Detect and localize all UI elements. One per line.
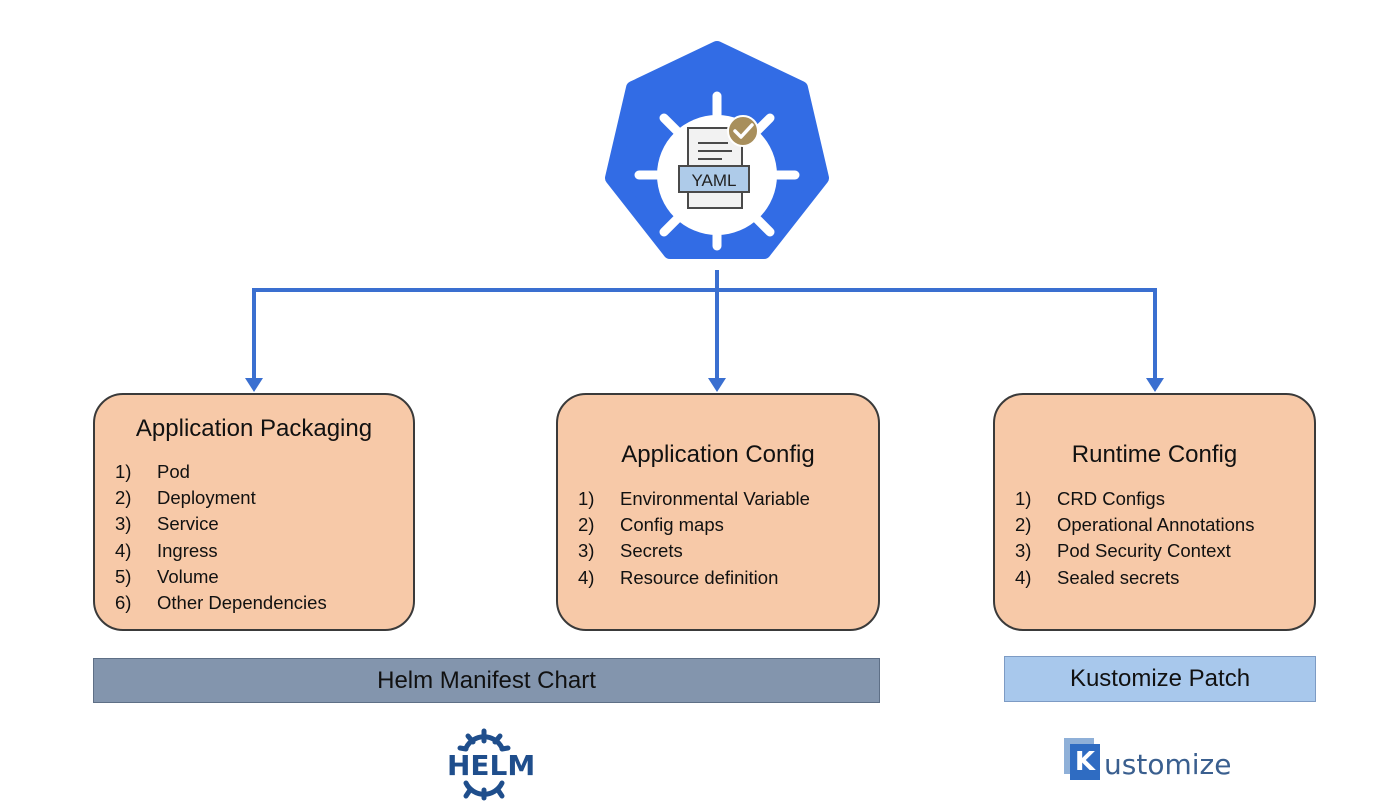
- list-item: 4)Resource definition: [578, 566, 779, 588]
- kustomize-logo-text: ustomize: [1104, 748, 1232, 781]
- list-item: 6)Other Dependencies: [115, 591, 327, 613]
- kustomize-logo-icon: [1064, 738, 1100, 780]
- application-config-title: Application Config: [621, 441, 815, 468]
- list-item: 4)Sealed secrets: [1015, 566, 1180, 588]
- application-packaging-title: Application Packaging: [135, 415, 373, 442]
- list-item: 1)Environmental Variable: [578, 488, 810, 509]
- list-item: 2)Deployment: [115, 487, 256, 509]
- yaml-document-icon: YAML: [678, 115, 759, 209]
- yaml-label: YAML: [691, 171, 736, 190]
- arrowhead-right: [1146, 378, 1164, 392]
- application-config-box: Application Config 1)Environmental Varia…: [556, 393, 880, 631]
- list-item: 2)Operational Annotations: [1015, 514, 1255, 536]
- helm-logo-text: HELM: [447, 749, 536, 782]
- list-item: 3)Secrets: [578, 540, 683, 562]
- runtime-config-box: Runtime Config 1)CRD Configs 2)Operation…: [993, 393, 1316, 631]
- runtime-config-title: Runtime Config: [1071, 441, 1238, 468]
- list-item: 3)Pod Security Context: [1015, 540, 1231, 562]
- list-item: 1)Pod: [115, 461, 190, 482]
- list-item: 4)Ingress: [115, 539, 218, 561]
- check-badge-icon: [727, 115, 759, 147]
- list-item: 2)Config maps: [578, 514, 724, 536]
- list-item: 1)CRD Configs: [1015, 488, 1165, 509]
- connector-lines: [252, 270, 1157, 384]
- list-item: 3)Service: [115, 513, 219, 535]
- runtime-config-list: 1)CRD Configs 2)Operational Annotations …: [1015, 486, 1254, 591]
- kubernetes-yaml-icon: YAML: [605, 41, 829, 259]
- kustomize-patch-band: Kustomize Patch: [1004, 656, 1316, 702]
- helm-logo-icon: [457, 728, 511, 801]
- checkmark-icon: [733, 123, 754, 139]
- arrowhead-left: [245, 378, 263, 392]
- kustomize-logo-letter: K: [1074, 747, 1096, 777]
- arrowhead-center: [708, 378, 726, 392]
- list-item: 5)Volume: [115, 565, 219, 587]
- helm-manifest-chart-band: Helm Manifest Chart: [93, 658, 880, 703]
- application-packaging-box: Application Packaging 1)Pod 2)Deployment…: [93, 393, 415, 631]
- application-packaging-list: 1)Pod 2)Deployment 3)Service 4)Ingress 5…: [115, 459, 327, 616]
- application-config-list: 1)Environmental Variable 2)Config maps 3…: [578, 486, 810, 591]
- arrowheads: [245, 378, 1164, 392]
